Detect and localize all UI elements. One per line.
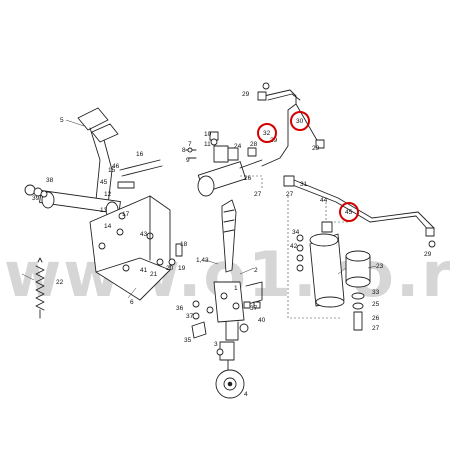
leader-lines (21, 119, 377, 299)
label-3: 3 (214, 341, 218, 348)
label-23: 23 (376, 263, 384, 270)
label-16: 16 (136, 151, 144, 158)
reservoir-assembly (296, 221, 345, 308)
label-21: 21 (150, 271, 158, 278)
label-27c: 27 (372, 325, 380, 332)
label-11: 11 (204, 141, 211, 148)
label-12: 12 (104, 191, 112, 198)
label-27b: 27 (286, 191, 294, 198)
label-37b: 37 (250, 305, 258, 312)
label-7: 7 (188, 141, 192, 148)
label-24: 24 (234, 143, 242, 150)
label-2: 2 (254, 267, 258, 274)
label-36: 36 (176, 305, 184, 312)
label-44: 44 (320, 197, 328, 204)
label-39: 39 (32, 195, 40, 202)
label-28: 28 (250, 141, 258, 148)
label-33: 33 (372, 289, 380, 296)
label-35: 35 (184, 337, 192, 344)
label-1-43: 1,43 (196, 257, 209, 264)
label-10: 10 (204, 131, 212, 138)
label-45a: 45 (100, 179, 108, 186)
handbrake-lever (206, 199, 263, 333)
label-22: 22 (56, 279, 64, 286)
label-32: 32 (263, 130, 271, 137)
label-9: 9 (186, 157, 190, 164)
label-1: 1 (234, 285, 238, 292)
label-8: 8 (182, 147, 186, 154)
label-29b: 29 (270, 137, 278, 144)
label-30: 30 (296, 118, 304, 125)
master-cylinder (185, 131, 263, 197)
label-41: 41 (140, 267, 148, 274)
label-29a: 29 (242, 91, 250, 98)
label-19: 19 (178, 265, 186, 272)
highlight-markers (257, 111, 359, 222)
label-14: 14 (104, 223, 112, 230)
fasteners (116, 138, 261, 320)
label-26b: 26 (372, 315, 380, 322)
label-29c: 29 (312, 145, 320, 152)
label-42: 42 (290, 243, 298, 250)
label-5: 5 (60, 117, 64, 124)
callout-labels: 5 38 39 46 16 15 45 12 13 17 14 22 6 43 … (32, 91, 432, 398)
return-spring (35, 257, 45, 319)
highlight-circle-45 (339, 202, 359, 222)
label-15: 15 (108, 167, 116, 174)
label-34: 34 (292, 229, 300, 236)
label-31: 31 (300, 181, 308, 188)
label-46: 46 (112, 163, 120, 170)
label-26: 26 (244, 175, 252, 182)
label-29d: 29 (424, 251, 432, 258)
label-18: 18 (180, 241, 188, 248)
label-45: 45 (345, 209, 353, 216)
booster-cylinder (345, 250, 371, 331)
highlight-circle-32 (257, 123, 277, 143)
label-20: 20 (166, 265, 174, 272)
label-13: 13 (100, 207, 108, 214)
label-17: 17 (122, 211, 130, 218)
pulley-assembly (191, 321, 245, 399)
highlight-circle-30 (290, 111, 310, 131)
brake-lines (247, 82, 436, 248)
label-40: 40 (258, 317, 266, 324)
label-6: 6 (130, 299, 134, 306)
label-37a: 37 (186, 313, 194, 320)
label-25: 25 (372, 301, 380, 308)
brake-pedals (24, 107, 171, 301)
label-27a: 27 (254, 191, 262, 198)
label-38: 38 (46, 177, 54, 184)
label-4: 4 (244, 391, 248, 398)
label-43: 43 (140, 231, 148, 238)
